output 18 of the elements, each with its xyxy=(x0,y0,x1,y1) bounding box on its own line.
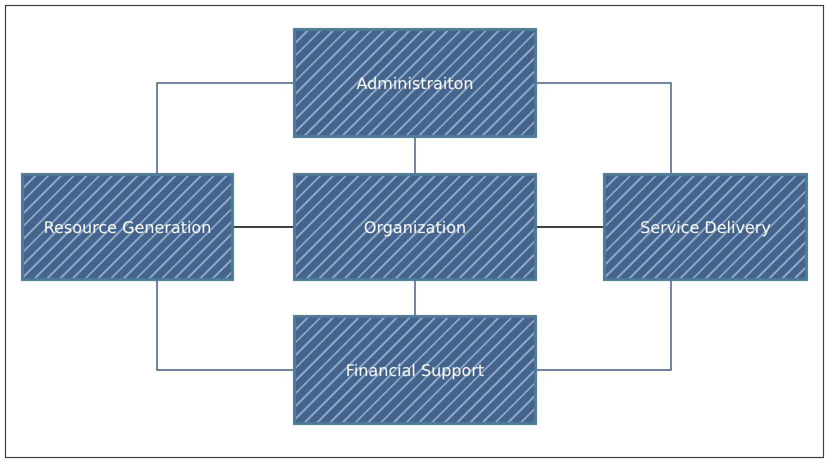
connector-line xyxy=(537,82,672,173)
connector-line xyxy=(156,281,293,371)
box-label: Resource Generation xyxy=(44,218,212,236)
connector-line xyxy=(537,226,603,228)
connector-line xyxy=(234,226,293,228)
process-box xyxy=(293,173,537,281)
box-label: Organization xyxy=(364,218,466,236)
connector-line xyxy=(414,138,416,173)
process-box xyxy=(293,28,537,138)
process-box xyxy=(21,173,234,281)
box-label: Administraiton xyxy=(356,74,474,92)
process-box xyxy=(603,173,808,281)
process-box xyxy=(293,315,537,425)
connector-line xyxy=(537,281,672,371)
connector-line xyxy=(414,281,416,315)
box-label: Service Delivery xyxy=(640,218,771,236)
box-label: Financial Support xyxy=(346,360,484,380)
connector-line xyxy=(156,82,293,173)
